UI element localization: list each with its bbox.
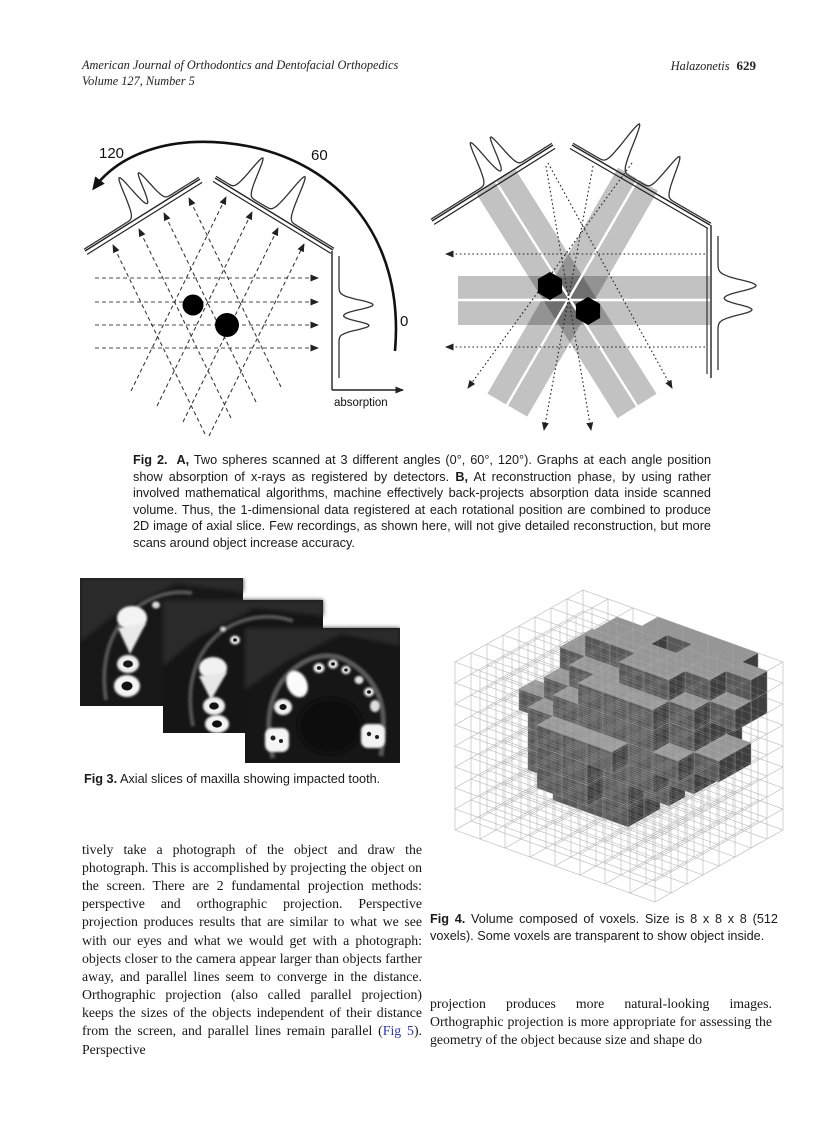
fig2-caption-part-b: B, bbox=[455, 469, 469, 484]
header-left: American Journal of Orthodontics and Den… bbox=[82, 58, 562, 89]
ct-slice-3 bbox=[245, 628, 400, 763]
voxel-object-2 bbox=[575, 297, 601, 325]
header-right: Halazonetis 629 bbox=[671, 58, 756, 74]
fig4-voxel-cube-image bbox=[454, 589, 784, 903]
sphere-1 bbox=[182, 294, 204, 316]
fig4-caption-text: Volume composed of voxels. Size is 8 x 8… bbox=[430, 912, 778, 943]
fig2-caption-text-b: At reconstruction phase, by using rather… bbox=[133, 469, 712, 550]
fig2-caption: Fig 2. A, Two spheres scanned at 3 diffe… bbox=[133, 452, 711, 552]
fig2-panel-b-backprojection-diagram bbox=[430, 123, 757, 431]
angle-label-120: 120 bbox=[99, 145, 124, 162]
journal-title: American Journal of Orthodontics and Den… bbox=[82, 58, 399, 72]
page-number: 629 bbox=[736, 58, 757, 73]
angle-label-0: 0 bbox=[400, 313, 408, 330]
fig4-caption-label: Fig 4. bbox=[430, 912, 466, 926]
author-name: Halazonetis bbox=[670, 59, 730, 73]
fig3-ct-slices-image bbox=[80, 578, 400, 763]
fig3-caption: Fig 3. Axial slices of maxilla showing i… bbox=[84, 771, 414, 787]
volume-line: Volume 127, Number 5 bbox=[82, 73, 195, 88]
absorption-axis-label: absorption bbox=[334, 397, 388, 409]
fig5-link[interactable]: Fig 5 bbox=[382, 1023, 414, 1039]
left-col-text: tively take a photograph of the object a… bbox=[82, 841, 422, 1039]
rotation-arc-arrow bbox=[92, 140, 398, 352]
body-left-column: tively take a photograph of the object a… bbox=[82, 841, 422, 1059]
right-col-text: projection produces more natural-looking… bbox=[430, 995, 772, 1048]
fig2-caption-label: Fig 2. bbox=[133, 453, 168, 467]
fig2-panel-a-scanning-diagram: 120 60 0 absorption bbox=[83, 140, 408, 437]
voxel-object-1 bbox=[537, 272, 563, 300]
fig3-caption-text: Axial slices of maxilla showing impacted… bbox=[117, 772, 381, 786]
fig2-caption-text-a: Two spheres scanned at 3 different angle… bbox=[133, 453, 711, 484]
fig3-caption-label: Fig 3. bbox=[84, 772, 118, 786]
voxel-solid-object bbox=[518, 616, 768, 828]
sphere-2 bbox=[215, 313, 239, 337]
left-col-text-end: ). Perspective bbox=[82, 1023, 422, 1057]
body-right-column: projection produces more natural-looking… bbox=[430, 995, 772, 1049]
fig2-caption-part-a: A, bbox=[176, 453, 190, 467]
angle-label-60: 60 bbox=[311, 147, 328, 164]
fig4-caption: Fig 4. Volume composed of voxels. Size i… bbox=[430, 911, 778, 944]
